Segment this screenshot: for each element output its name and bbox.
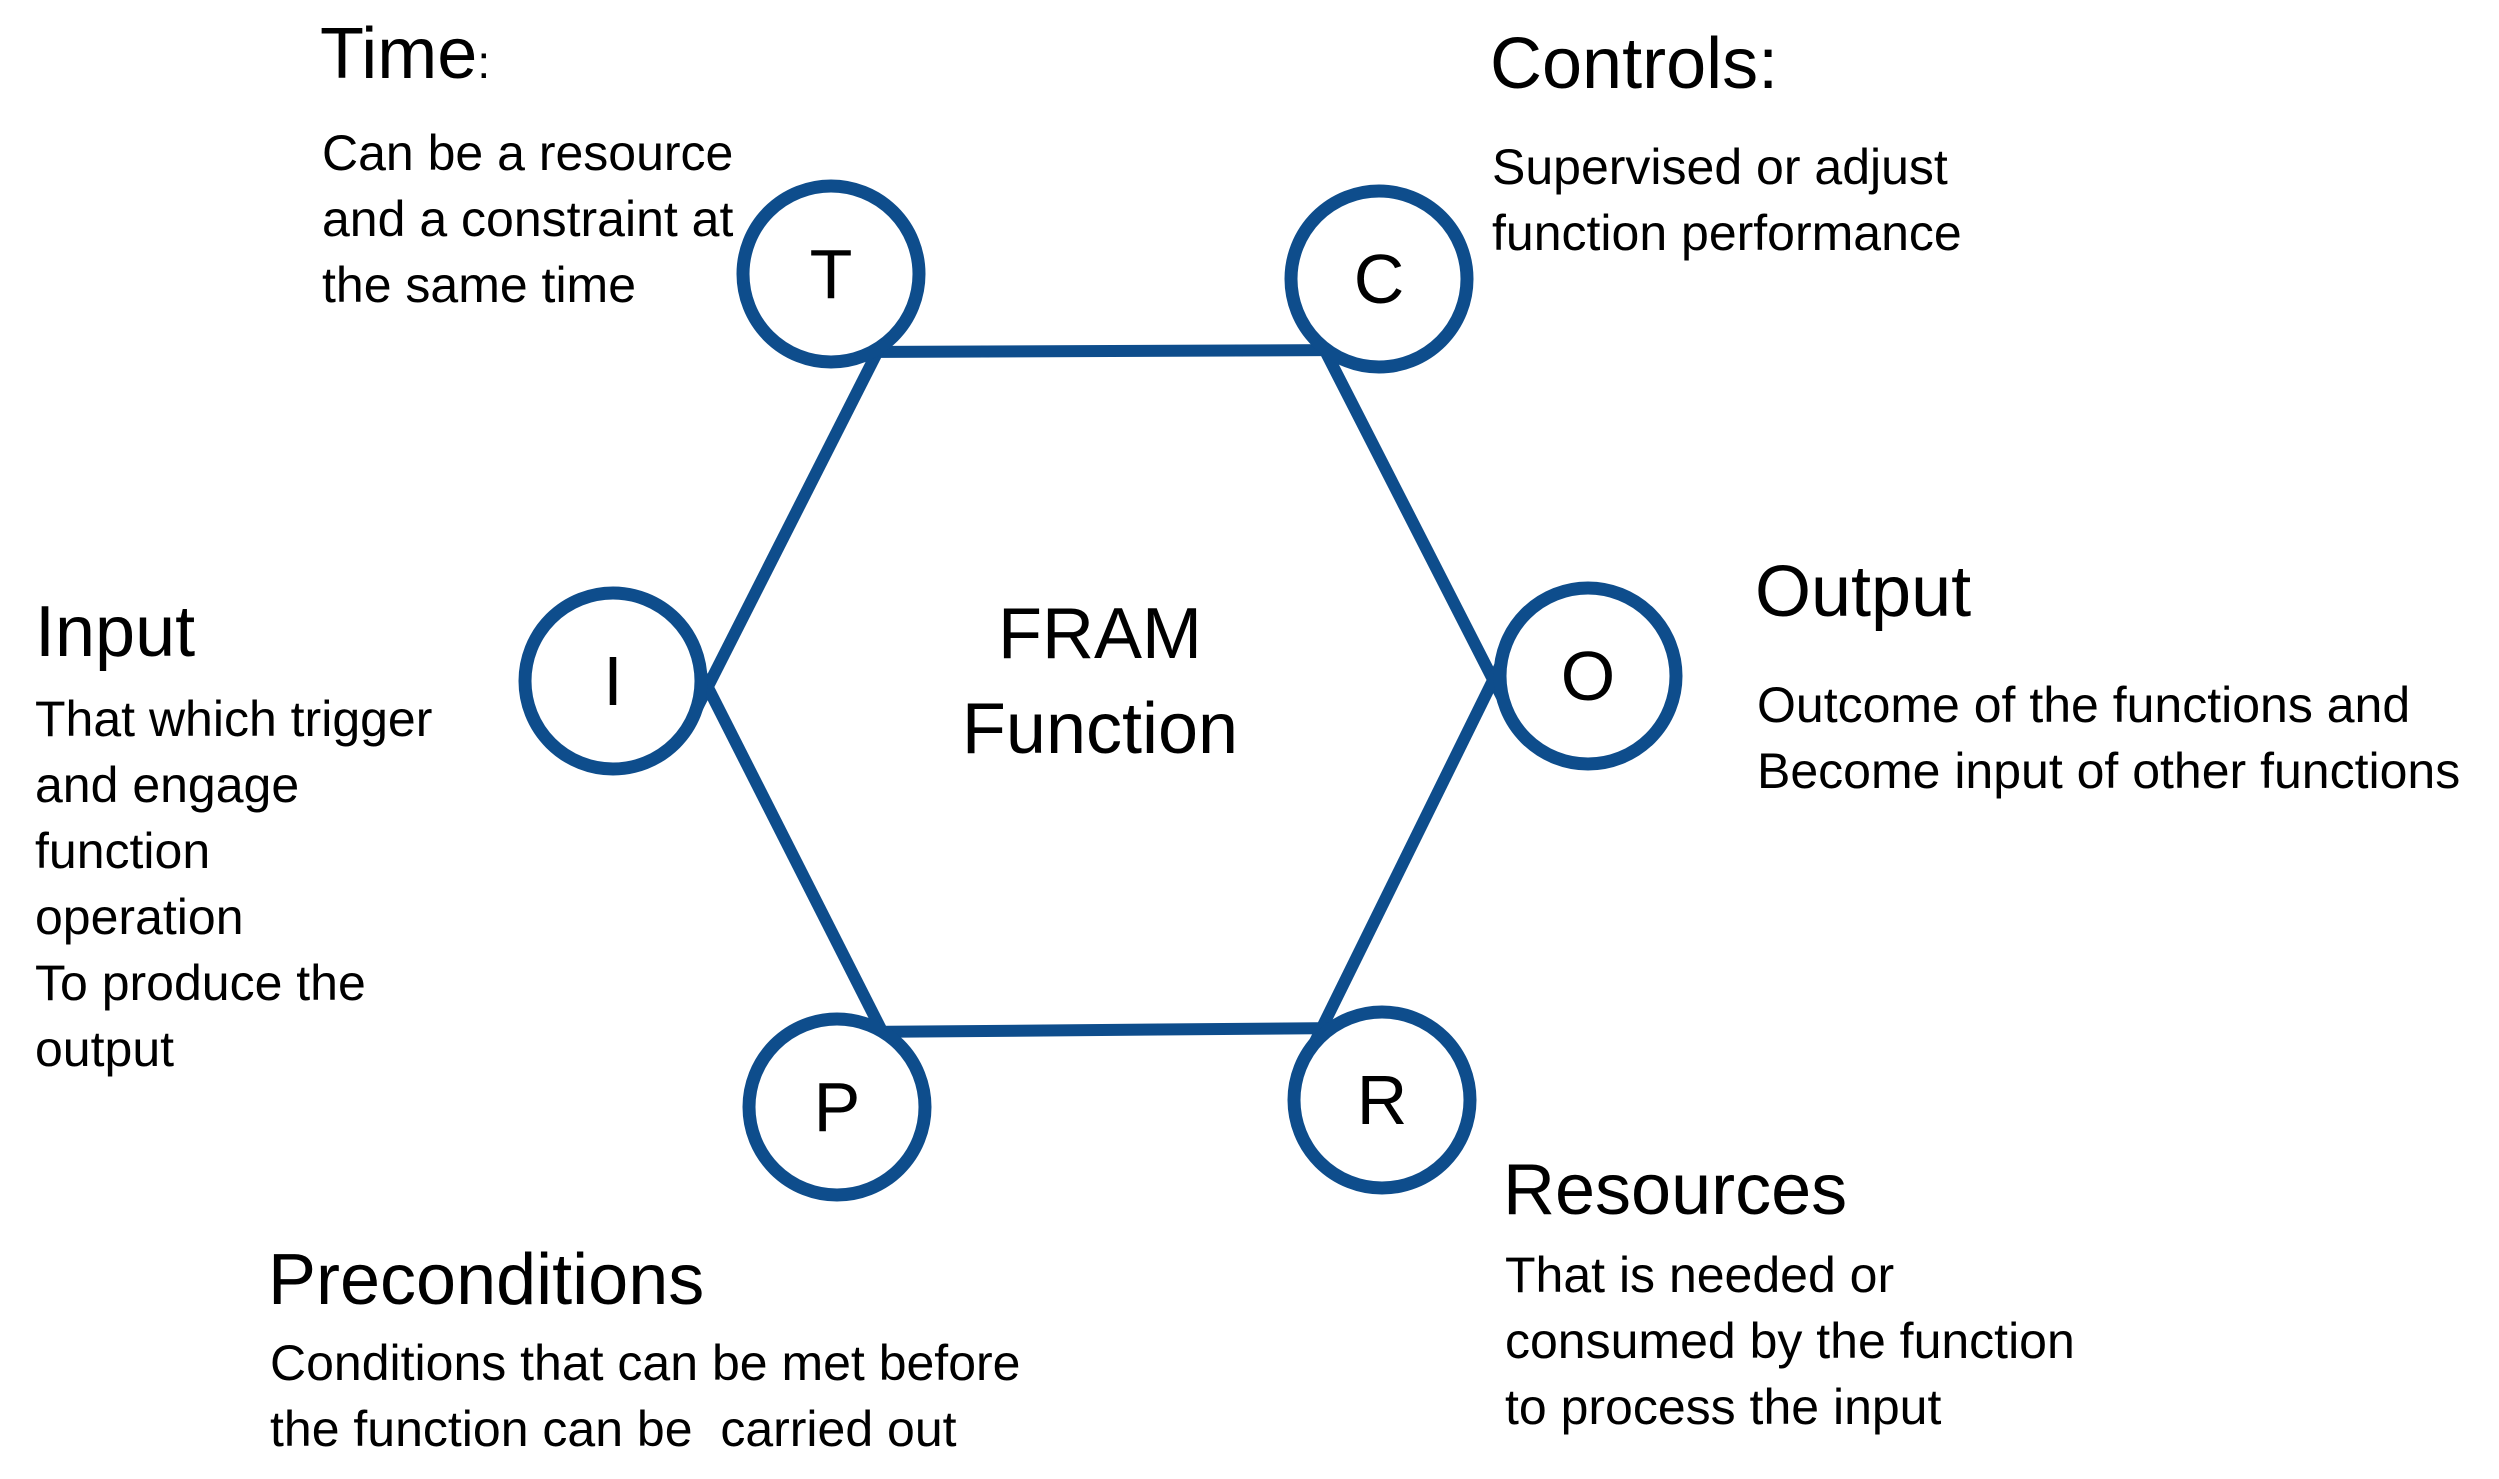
node-letter-output: O xyxy=(1560,637,1616,715)
controls-title: Controls: xyxy=(1490,24,1779,104)
node-circle-controls xyxy=(1284,184,1474,374)
node-circle-time xyxy=(736,179,926,369)
output-description: Outcome of the functions and Become inpu… xyxy=(1757,677,2461,799)
center-label-line2: Function xyxy=(961,689,1239,769)
output-title: Output xyxy=(1755,552,1972,632)
node-circle-input xyxy=(518,586,708,776)
preconditions-title: Preconditions xyxy=(268,1240,705,1320)
input-description: That which trigger and engage function o… xyxy=(35,691,433,1077)
node-letter-controls: C xyxy=(1353,240,1405,318)
edge-input-preconditions xyxy=(691,663,899,1056)
edge-controls-output xyxy=(1308,326,1510,704)
preconditions-description: Conditions that can be met before the fu… xyxy=(270,1335,1021,1457)
resources-title: Resources xyxy=(1503,1150,1848,1230)
input-title: Input xyxy=(35,592,196,672)
time-description: Can be a resource and a constraint at th… xyxy=(322,125,734,313)
edge-time-input xyxy=(691,328,894,711)
resources-description: That is needed or consumed by the functi… xyxy=(1505,1247,2075,1435)
node-letter-time: T xyxy=(809,235,853,313)
time-title: Time: xyxy=(320,14,490,95)
time-title-text: Time xyxy=(320,14,478,94)
node-letter-input: I xyxy=(603,642,623,720)
time-title-colon: : xyxy=(477,36,491,88)
node-circle-preconditions xyxy=(742,1012,932,1202)
center-label-line1: FRAM xyxy=(998,594,1202,674)
controls-description: Supervised or adjust function performanc… xyxy=(1492,139,1962,261)
node-letter-preconditions: P xyxy=(813,1068,861,1146)
edge-time-controls xyxy=(852,344,1350,358)
center-label: FRAM Function xyxy=(750,587,1450,777)
edge-preconditions-resources xyxy=(857,1022,1347,1038)
node-circle-output xyxy=(1493,581,1683,771)
node-circle-resources xyxy=(1287,1005,1477,1195)
node-letter-resources: R xyxy=(1356,1061,1408,1139)
edge-output-resources xyxy=(1305,655,1510,1053)
